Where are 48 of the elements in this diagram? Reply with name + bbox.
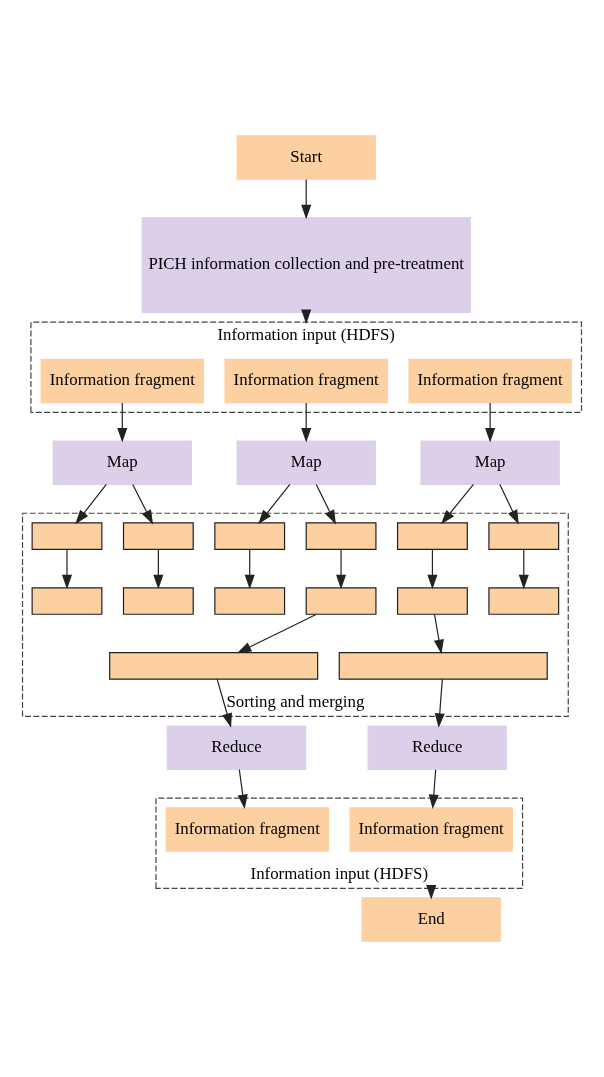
arrow xyxy=(258,483,291,525)
node-box xyxy=(488,587,560,615)
arrow xyxy=(433,613,444,655)
node-box xyxy=(122,522,194,550)
node-box xyxy=(396,587,468,615)
arrow xyxy=(336,548,347,590)
arrow xyxy=(485,402,496,443)
node-box xyxy=(31,587,103,615)
arrow xyxy=(427,548,438,590)
arrow xyxy=(301,402,312,443)
arrow xyxy=(153,548,164,590)
node-box: Reduce xyxy=(367,725,507,770)
node-box: Information fragment xyxy=(408,358,572,404)
arrow xyxy=(315,483,336,525)
node-box: End xyxy=(361,897,501,942)
arrow xyxy=(244,548,255,590)
arrow xyxy=(301,178,312,220)
arrow xyxy=(61,548,73,590)
node-box xyxy=(214,522,286,550)
node-box: Map xyxy=(420,440,560,485)
arrow xyxy=(434,678,445,728)
arrow xyxy=(518,548,529,590)
arrow xyxy=(117,402,128,443)
node-box xyxy=(338,652,548,680)
node-box: Map xyxy=(236,440,376,485)
node-box: Information fragment xyxy=(165,807,330,852)
arrow xyxy=(236,613,318,654)
node-box: Reduce xyxy=(166,725,307,770)
arrow xyxy=(428,769,439,810)
node-box xyxy=(31,522,103,550)
node-box xyxy=(109,652,319,680)
arrow xyxy=(237,769,248,810)
arrow xyxy=(441,483,475,525)
arrow xyxy=(499,483,519,525)
node-box xyxy=(305,522,377,550)
node-box: Map xyxy=(52,440,192,485)
node-box: Start xyxy=(236,135,376,180)
arrow xyxy=(132,483,154,525)
node-box: Information fragment xyxy=(349,807,513,852)
arrow xyxy=(75,483,107,525)
node-box: Information fragment xyxy=(40,358,205,404)
node-box: Information fragment xyxy=(224,358,388,404)
node-box xyxy=(122,587,194,615)
node-box xyxy=(305,587,377,615)
node-box xyxy=(214,587,286,615)
arrow xyxy=(216,678,232,728)
node-box xyxy=(488,522,560,550)
node-box xyxy=(396,522,468,550)
